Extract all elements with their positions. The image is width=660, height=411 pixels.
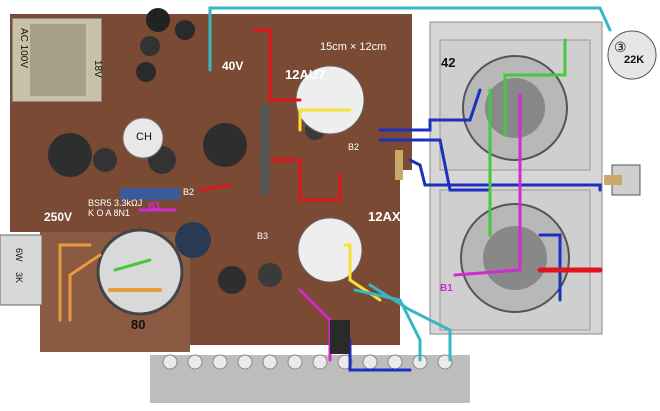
b2-label-a: B2 [183, 187, 195, 197]
wire-orange-1 [58, 243, 92, 322]
wire-cyan-top [208, 6, 612, 72]
tube-12au7-label: 12AU7 [285, 67, 326, 82]
socket-42-bottom-center [483, 226, 547, 290]
wires [58, 6, 612, 372]
transistor [330, 320, 350, 354]
transformer-18v-label: 18V [92, 60, 103, 78]
wire-green-top [503, 38, 567, 137]
tube-80-label: 80 [131, 317, 146, 332]
resistor-koa-label: K O A 8N1 [88, 208, 131, 218]
wire-blue-right [538, 233, 562, 302]
wire-magenta [453, 93, 522, 277]
wire-cyan-bottom-2 [368, 283, 452, 362]
resistor-output [604, 175, 622, 185]
resistor-bsr5-label: BSR5 3.3kΩJ [88, 198, 143, 208]
potentiometer [607, 30, 657, 80]
wire-red-left [198, 183, 232, 192]
wire-orange-2 [68, 253, 102, 322]
choke-label: CH [136, 131, 152, 143]
b2-label-b: B2 [348, 142, 360, 152]
wire-cyan-bottom-1 [353, 288, 422, 362]
power-resistor-block [0, 234, 43, 306]
wire-blue-1 [378, 88, 482, 132]
pot-number-label: ③ [614, 39, 627, 55]
resistor-6w-label: 6W [14, 248, 24, 262]
tube-42-label: 42 [441, 55, 456, 70]
wire-blue-3 [408, 158, 602, 192]
terminal-posts [162, 354, 453, 370]
b3-label: B3 [257, 231, 269, 241]
resistor-bsr5 [120, 188, 180, 200]
wire-yellow-mid [343, 243, 382, 302]
board-size-label: 15cm × 12cm [320, 41, 387, 53]
voltage-250v-label: 250V [44, 210, 73, 224]
voltage-40v-label: 40V [222, 59, 244, 73]
wire-yellow-top [298, 108, 352, 132]
wire-red-top [253, 28, 302, 102]
b1-left-label: B1 [148, 201, 161, 212]
rail [260, 105, 270, 195]
resistor-small [395, 150, 403, 180]
choke [122, 117, 164, 159]
socket-80 [96, 228, 184, 316]
tube-12ax7a-label: 12AX7A [368, 209, 418, 224]
resistor-3k-label: 3K [14, 272, 24, 284]
wire-red-center [268, 158, 342, 202]
socket-42-top-center [485, 78, 545, 138]
b1-right-label: B1 [440, 283, 453, 294]
pot-value-label: 22K [624, 54, 645, 66]
wire-green-80 [113, 258, 152, 272]
socket-12ax7a [297, 217, 363, 283]
transformer-ac-label: AC 100V [18, 28, 29, 69]
transformer-core [30, 24, 86, 96]
